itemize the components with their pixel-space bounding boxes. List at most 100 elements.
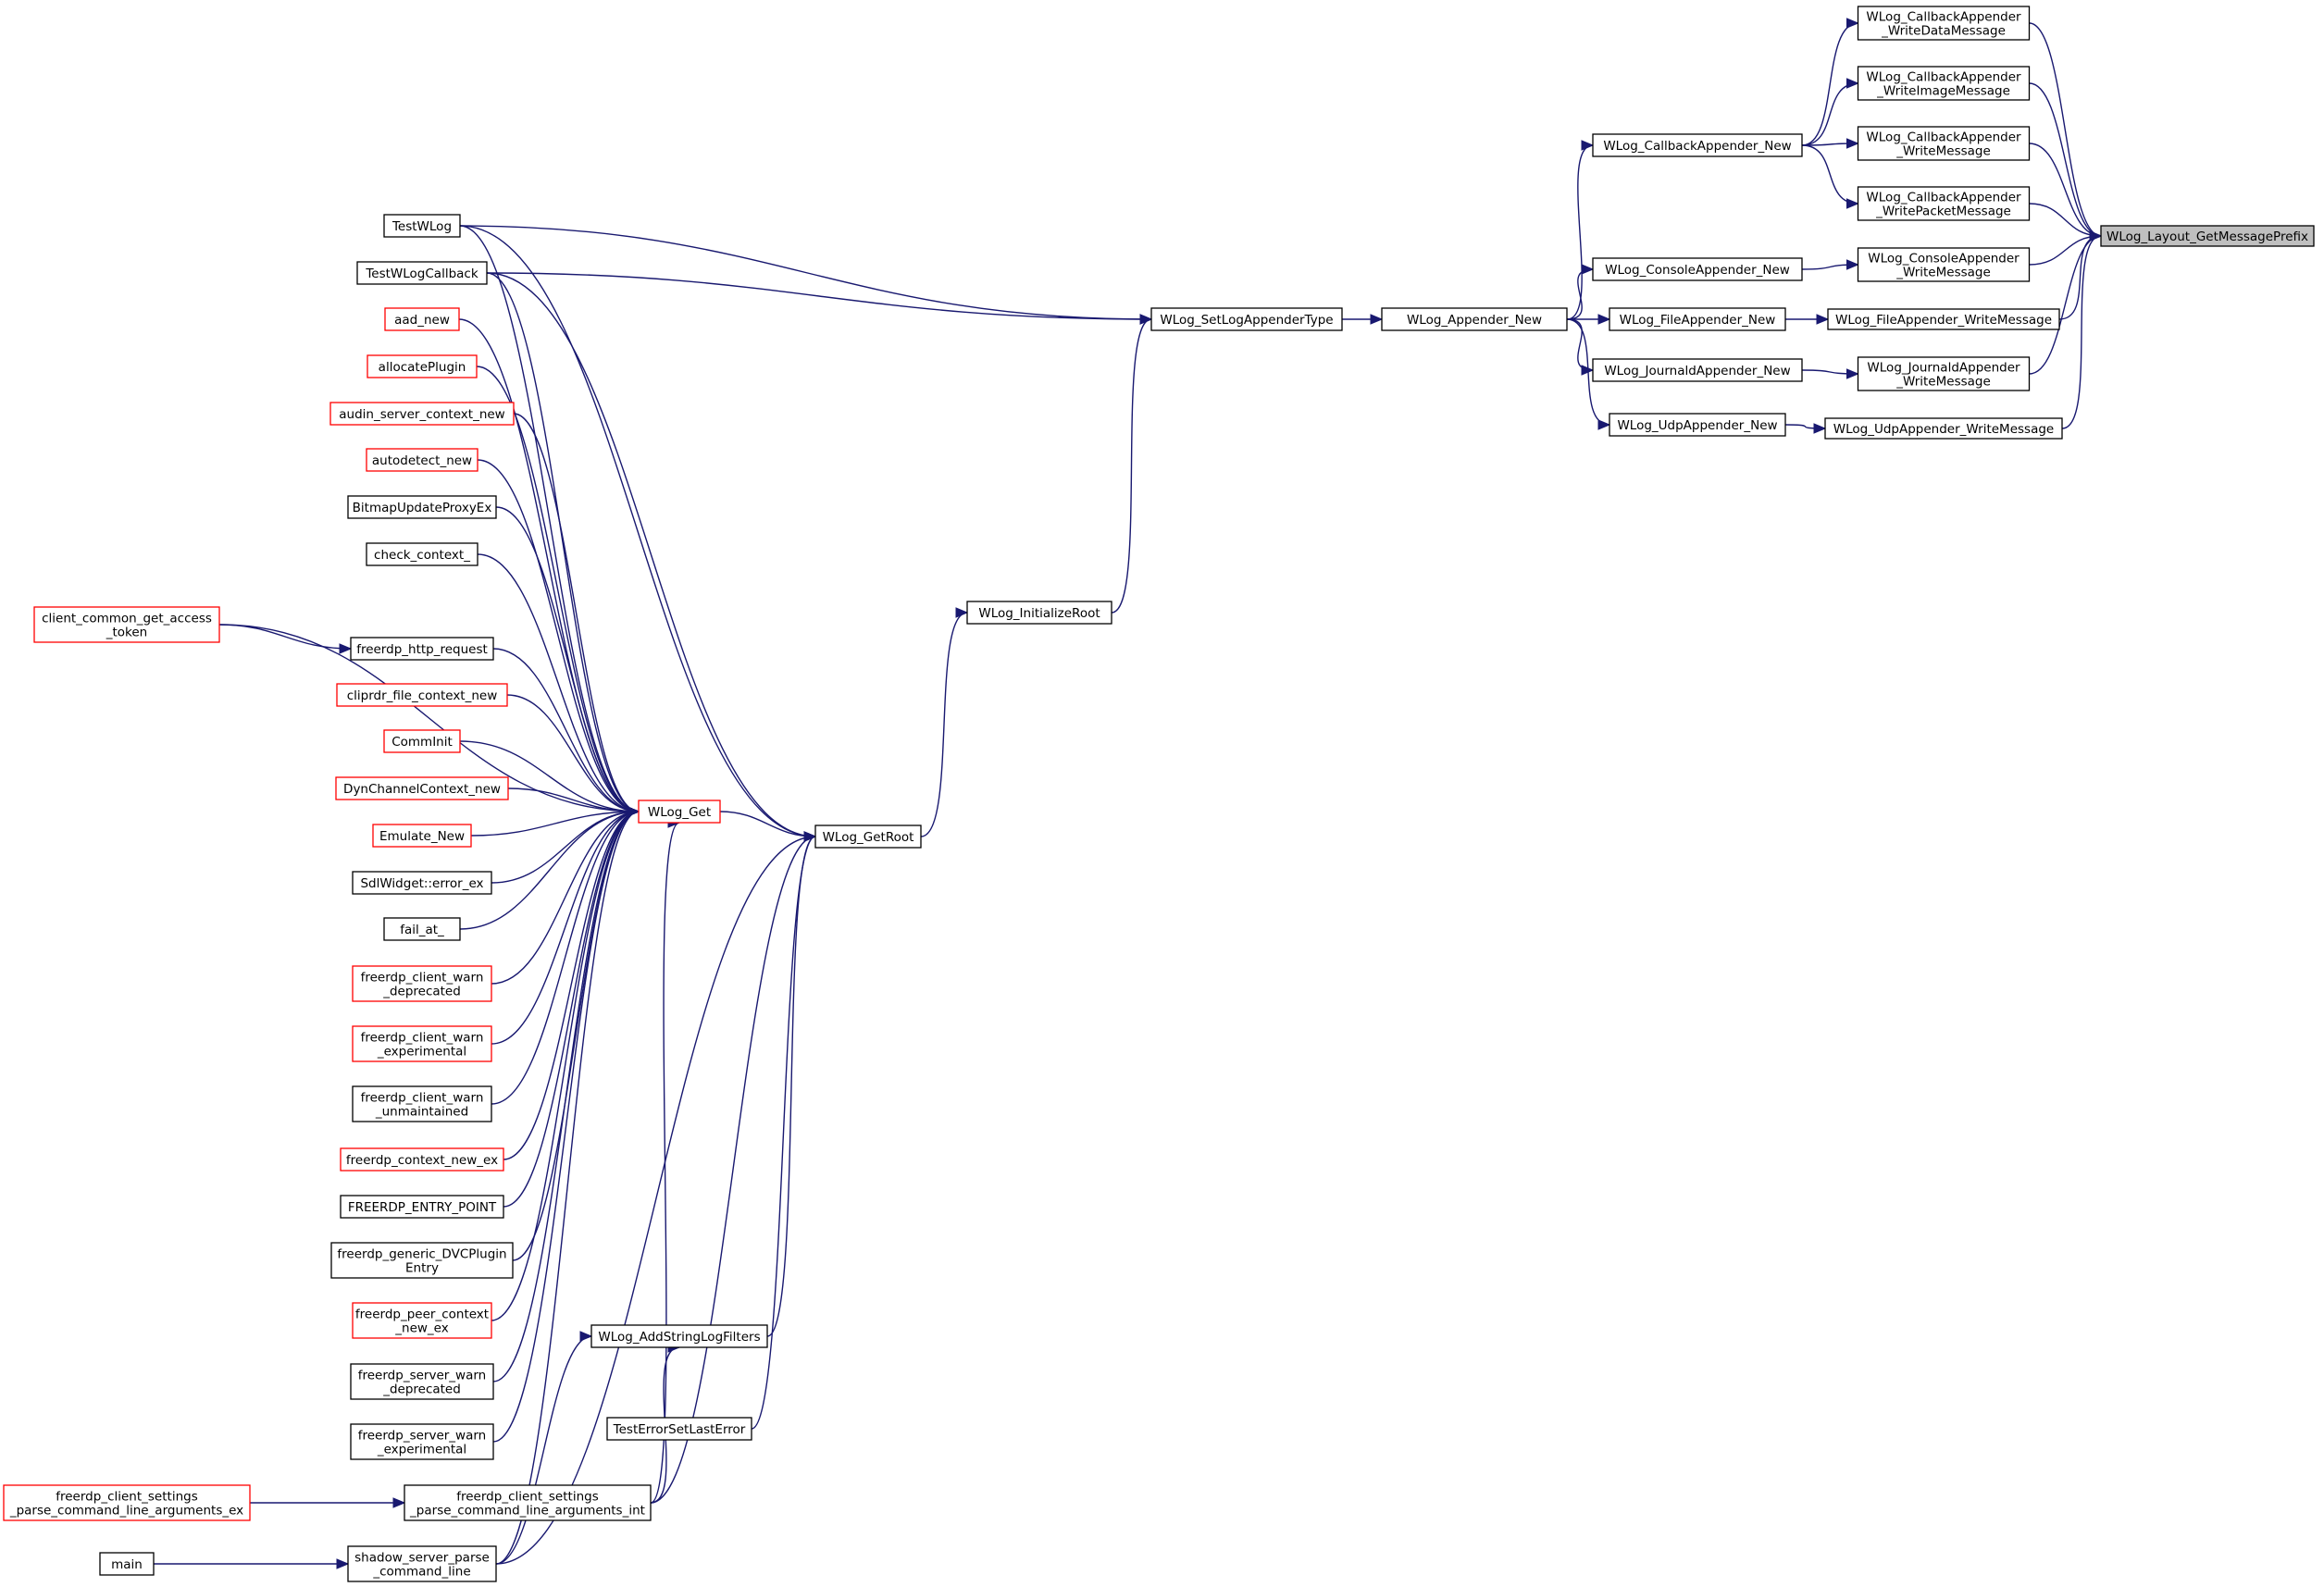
node-test-cb[interactable]: TestWLogCallback <box>356 261 488 285</box>
node-label: WLog_JournaldAppender_New <box>1604 364 1790 378</box>
node-box <box>329 402 515 426</box>
node-bitmap[interactable]: BitmapUpdateProxyEx <box>347 495 497 519</box>
node-comminit[interactable]: CommInit <box>383 729 461 753</box>
node-label: _command_line <box>372 1565 470 1580</box>
node-check-ctx[interactable]: check_context_ <box>366 542 478 566</box>
edge-test-wlog-to-set-type <box>459 225 1152 320</box>
edge-arrowhead <box>1846 198 1859 209</box>
edge-arrowhead <box>1846 368 1859 379</box>
edge-emulate-to-wlog-get <box>470 811 640 837</box>
node-label: _new_ex <box>394 1321 448 1336</box>
node-audin[interactable]: audin_server_context_new <box>329 402 515 426</box>
node-file-new[interactable]: WLog_FileAppender_New <box>1609 307 1786 331</box>
node-fs-warn-exp[interactable]: freerdp_server_warn_experimental <box>350 1423 494 1460</box>
node-label: WLog_Appender_New <box>1407 313 1542 328</box>
edge-cliprdr-to-wlog-get <box>506 694 640 812</box>
node-udp-new[interactable]: WLog_UdpAppender_New <box>1609 413 1786 437</box>
node-parse-ex[interactable]: freerdp_client_settings_parse_command_li… <box>3 1484 251 1521</box>
node-label: _WritePacketMessage <box>1875 205 2011 219</box>
nodes-layer: WLog_Layout_GetMessagePrefix WLog_Callbac… <box>3 6 2315 1582</box>
node-label: FREERDP_ENTRY_POINT <box>348 1200 497 1215</box>
node-cb-packet[interactable]: WLog_CallbackAppender_WritePacketMessage <box>1857 186 2031 221</box>
node-file-msg[interactable]: WLog_FileAppender_WriteMessage <box>1827 308 2060 330</box>
node-label: WLog_CallbackAppender <box>1866 10 2021 25</box>
node-udp-msg[interactable]: WLog_UdpAppender_WriteMessage <box>1824 417 2063 440</box>
node-label: _parse_command_line_arguments_int <box>409 1504 645 1519</box>
node-parse-int[interactable]: freerdp_client_settings_parse_command_li… <box>404 1484 652 1521</box>
node-box <box>352 1025 492 1062</box>
node-label: TestErrorSetLastError <box>613 1422 746 1437</box>
node-fc-warn-exp[interactable]: freerdp_client_warn_experimental <box>352 1025 492 1062</box>
node-autodetect[interactable]: autodetect_new <box>366 448 478 472</box>
node-entry-point[interactable]: FREERDP_ENTRY_POINT <box>340 1195 504 1219</box>
node-label: WLog_FileAppender_WriteMessage <box>1835 313 2052 328</box>
node-alloc-plugin[interactable]: allocatePlugin <box>367 354 478 378</box>
node-label: freerdp_client_settings <box>456 1490 598 1505</box>
node-box <box>1857 126 2031 161</box>
node-cb-new[interactable]: WLog_CallbackAppender_New <box>1592 133 1803 157</box>
node-label: WLog_CallbackAppender <box>1866 191 2021 205</box>
node-label: WLog_Get <box>648 805 711 820</box>
node-box <box>1857 247 2031 282</box>
node-label: check_context_ <box>374 548 470 563</box>
node-app-new[interactable]: WLog_Appender_New <box>1381 307 1568 331</box>
node-fs-warn-dep[interactable]: freerdp_server_warn_deprecated <box>350 1363 494 1400</box>
node-label: WLog_InitializeRoot <box>978 606 1100 621</box>
node-box <box>99 1552 155 1576</box>
node-fail-at[interactable]: fail_at_ <box>383 917 461 941</box>
node-aad-new[interactable]: aad_new <box>384 307 460 331</box>
edge-arrowhead <box>1597 419 1611 430</box>
node-box <box>347 495 497 519</box>
node-add-filters[interactable]: WLog_AddStringLogFilters <box>590 1324 768 1348</box>
edge-cb-new-to-cb-data <box>1801 22 1858 146</box>
edge-test-err-to-get-root <box>751 836 816 1430</box>
node-box <box>606 1417 752 1441</box>
node-cb-data[interactable]: WLog_CallbackAppender_WriteDataMessage <box>1857 6 2031 41</box>
node-box <box>340 1195 504 1219</box>
node-peer-ctx[interactable]: freerdp_peer_context_new_ex <box>352 1302 492 1339</box>
edge-arrowhead <box>803 831 817 842</box>
node-label: TestWLogCallback <box>365 267 478 281</box>
node-emulate[interactable]: Emulate_New <box>372 824 472 848</box>
node-sdlw[interactable]: SdlWidget::error_ex <box>352 871 492 895</box>
node-get-root[interactable]: WLog_GetRoot <box>814 824 922 849</box>
node-cb-msg[interactable]: WLog_CallbackAppender_WriteMessage <box>1857 126 2031 161</box>
edge-aad-new-to-wlog-get <box>458 318 640 812</box>
node-fc-warn-unm[interactable]: freerdp_client_warn_unmaintained <box>352 1085 492 1122</box>
node-test-wlog[interactable]: TestWLog <box>383 214 461 238</box>
node-jour-new[interactable]: WLog_JournaldAppender_New <box>1592 358 1803 382</box>
node-con-msg[interactable]: WLog_ConsoleAppender_WriteMessage <box>1857 247 2031 282</box>
node-dynch[interactable]: DynChannelContext_new <box>335 776 509 800</box>
node-box <box>383 917 461 941</box>
node-http-req[interactable]: freerdp_http_request <box>350 637 494 661</box>
edge-jour-msg-to-root <box>2029 235 2102 375</box>
node-shadow-parse[interactable]: shadow_server_parse_command_line <box>347 1545 497 1582</box>
node-cliprdr[interactable]: cliprdr_file_context_new <box>336 683 508 707</box>
edge-arrowhead <box>1846 259 1859 270</box>
edge-fc-warn-dep-to-wlog-get <box>491 811 640 985</box>
node-test-err[interactable]: TestErrorSetLastError <box>606 1417 752 1441</box>
node-box <box>366 542 478 566</box>
node-main[interactable]: main <box>99 1552 155 1576</box>
node-cb-image[interactable]: WLog_CallbackAppender_WriteImageMessage <box>1857 66 2031 101</box>
node-init-root[interactable]: WLog_InitializeRoot <box>966 601 1112 625</box>
node-box <box>352 1085 492 1122</box>
node-cc-token[interactable]: client_common_get_access_token <box>33 606 220 643</box>
edge-get-root-to-init-root <box>920 612 968 837</box>
edge-arrowhead <box>336 1558 350 1569</box>
node-jour-msg[interactable]: WLog_JournaldAppender_WriteMessage <box>1857 356 2031 391</box>
edge-app-new-to-cb-new <box>1566 144 1594 320</box>
node-con-new[interactable]: WLog_ConsoleAppender_New <box>1592 257 1803 281</box>
node-fc-warn-dep[interactable]: freerdp_client_warn_deprecated <box>352 965 492 1002</box>
edge-autodetect-to-wlog-get <box>477 459 640 812</box>
node-box <box>814 824 922 849</box>
node-wlog-get[interactable]: WLog_Get <box>638 800 721 824</box>
node-set-type[interactable]: WLog_SetLogAppenderType <box>1150 307 1343 331</box>
node-root[interactable]: WLog_Layout_GetMessagePrefix <box>2100 225 2315 247</box>
node-ctx-new-ex[interactable]: freerdp_context_new_ex <box>340 1147 504 1172</box>
edge-arrowhead <box>1846 78 1859 89</box>
edge-udp-msg-to-root <box>2061 235 2102 429</box>
edge-arrowhead <box>1846 18 1859 29</box>
node-box <box>350 637 494 661</box>
